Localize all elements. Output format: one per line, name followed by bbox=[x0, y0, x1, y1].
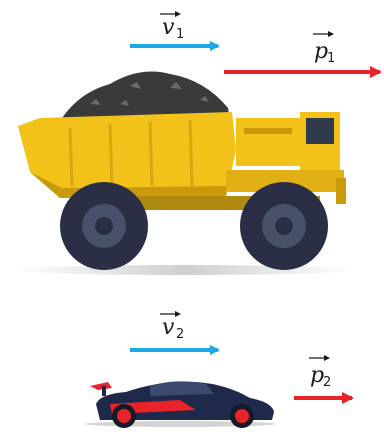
p1-label: p 1 bbox=[313, 34, 335, 66]
sports-car-image bbox=[85, 381, 275, 428]
p2-symbol: p bbox=[310, 363, 324, 388]
v2-subscript: 2 bbox=[176, 327, 184, 342]
p1-subscript: 1 bbox=[327, 51, 335, 66]
p2-subscript: 2 bbox=[323, 375, 331, 390]
v1-label: v 1 bbox=[160, 14, 184, 42]
v1-subscript: 1 bbox=[176, 27, 184, 42]
dump-truck-image bbox=[15, 72, 355, 275]
v2-symbol: v bbox=[162, 315, 175, 340]
p2-label: p 2 bbox=[309, 358, 331, 390]
v2-label: v 2 bbox=[160, 314, 184, 342]
v1-symbol: v bbox=[162, 15, 175, 40]
p1-symbol: p bbox=[314, 39, 328, 64]
